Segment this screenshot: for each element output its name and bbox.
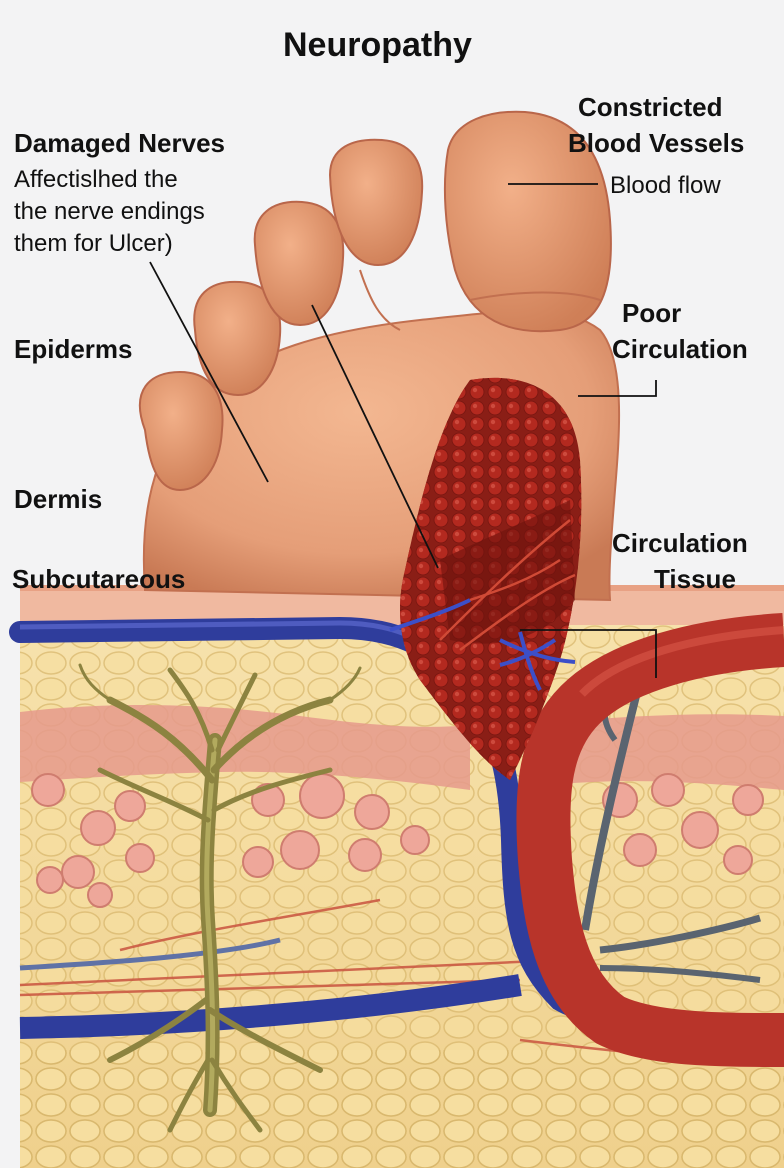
label-poor: Poor [622, 298, 682, 328]
artery [516, 613, 784, 1067]
vein-bottom [19, 974, 522, 1039]
label-constricted-line-2: Blood Vessels [568, 128, 745, 158]
label-circulation-tissue-1: Circulation [612, 528, 748, 558]
label-damaged-nerves-line-3: them for Ulcer) [14, 230, 173, 257]
label-damaged-nerves-line-2: the nerve endings [14, 198, 205, 225]
label-epidermis: Epiderms [14, 334, 133, 364]
page-title: Neuropathy [283, 26, 472, 64]
tissue-cross-section [19, 585, 784, 1168]
leader-lines [149, 183, 657, 678]
label-dermis: Dermis [14, 484, 103, 514]
label-circulation: Circulation [612, 334, 748, 364]
label-circulation-tissue-2: Tissue [654, 564, 736, 594]
label-subcutaneous: Subcutareous [12, 564, 186, 594]
label-blood-flow: Blood flow [610, 172, 721, 199]
label-damaged-nerves-line-1: Affectislhed the [14, 166, 178, 193]
label-damaged-nerves: Damaged Nerves [14, 128, 225, 158]
nerve-tree [78, 663, 362, 1133]
label-constricted-line-1: Constricted [578, 92, 723, 122]
ulcer-wound [389, 377, 582, 780]
